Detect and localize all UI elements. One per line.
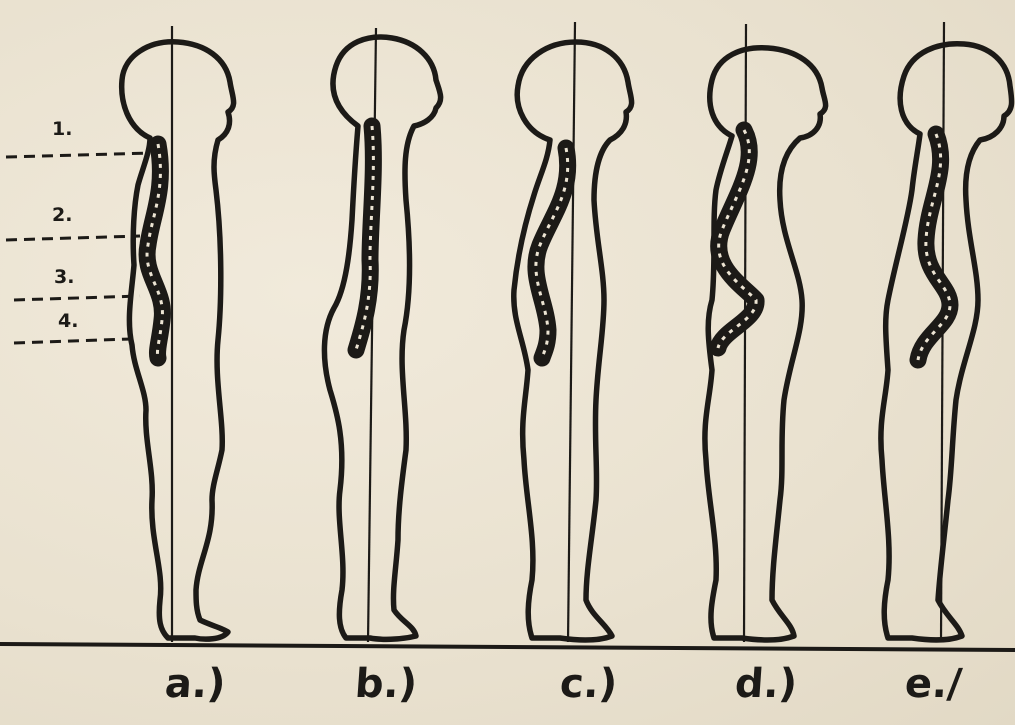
plumb-line-d (744, 24, 746, 642)
ground-line (0, 644, 1015, 650)
figure-label-a: a.) (164, 664, 227, 704)
level-line-2 (6, 236, 140, 240)
figure-a (122, 26, 234, 642)
figure-c (514, 22, 632, 642)
figure-label-b: b.) (354, 664, 419, 704)
plumb-line-c (568, 22, 575, 642)
body-outline-a (122, 42, 234, 639)
level-line-4 (14, 339, 130, 343)
body-outline-b (324, 37, 440, 639)
level-line-1 (6, 153, 150, 157)
figure-label-c: c.) (559, 664, 619, 704)
figure-b (324, 28, 440, 642)
level-marker-1: 1. (52, 120, 72, 139)
level-line-3 (14, 296, 140, 300)
level-marker-4: 4. (58, 312, 78, 331)
figure-e (881, 22, 1012, 642)
level-marker-2: 2. (52, 206, 72, 225)
figure-label-e: e./ (904, 664, 964, 704)
body-outline-e (881, 44, 1012, 640)
figure-label-d: d.) (734, 664, 799, 704)
figure-d (705, 24, 826, 642)
level-marker-3: 3. (54, 268, 74, 287)
spine-e (918, 134, 950, 360)
